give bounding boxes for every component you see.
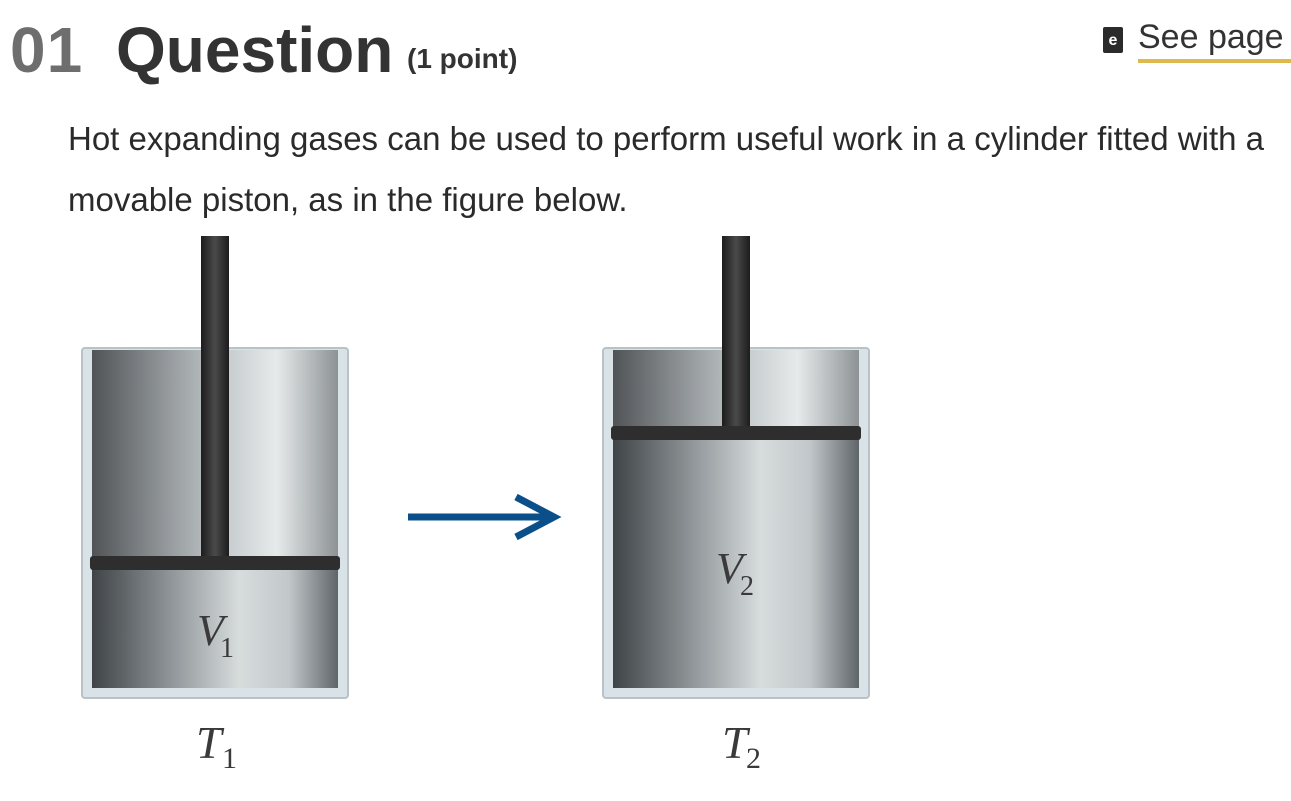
ebook-icon: e — [1102, 26, 1124, 54]
svg-text:e: e — [1109, 32, 1118, 49]
right-temp-var: T — [722, 717, 751, 768]
right-volume-var: V — [716, 544, 748, 593]
question-title: Question — [116, 14, 394, 86]
left-cylinder: V 1 — [81, 236, 349, 699]
right-arrow-icon — [408, 493, 562, 541]
see-page-label[interactable]: See page 4 — [1138, 17, 1291, 63]
question-points: (1 point) — [407, 43, 518, 74]
right-volume-sub: 2 — [740, 571, 754, 602]
right-piston-rod — [722, 236, 750, 430]
left-temp-sub: 1 — [222, 742, 237, 775]
left-volume-sub: 1 — [220, 633, 234, 664]
see-page-link[interactable]: e See page 4 — [1102, 14, 1291, 66]
left-piston-rod — [201, 236, 229, 558]
question-prompt: Hot expanding gases can be used to perfo… — [68, 120, 1264, 218]
question-number: 01 — [10, 14, 84, 86]
left-volume-var: V — [197, 606, 229, 655]
right-gas — [613, 438, 859, 688]
left-temp-var: T — [196, 717, 225, 768]
right-piston-head — [611, 426, 861, 440]
left-piston-head — [90, 556, 340, 570]
right-temp-sub: 2 — [746, 742, 761, 775]
right-cylinder: V 2 — [602, 236, 870, 699]
left-gas — [92, 566, 338, 688]
